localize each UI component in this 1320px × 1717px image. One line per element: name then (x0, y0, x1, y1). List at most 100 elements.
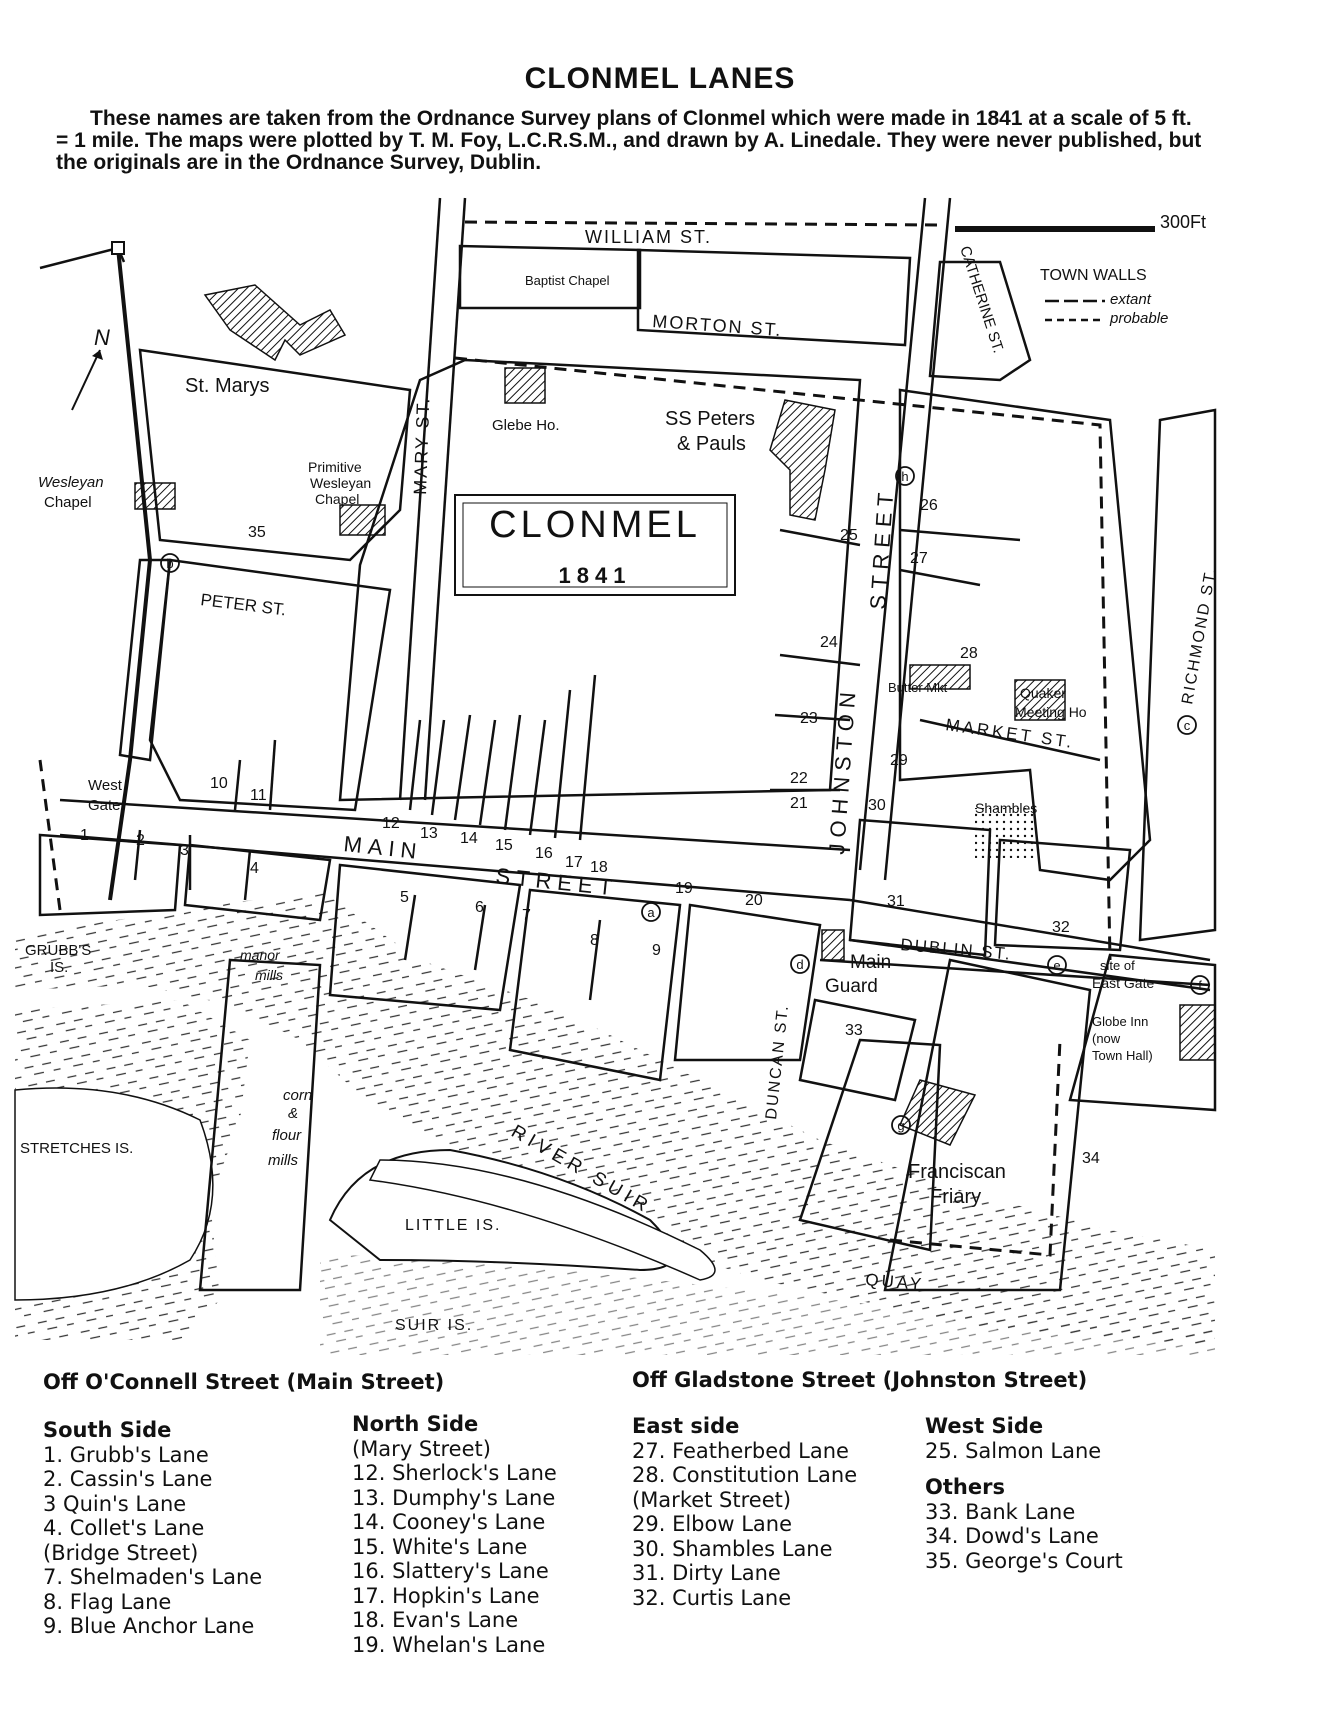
place-corn-4: mills (268, 1152, 298, 1169)
list-item: (Market Street) (632, 1487, 792, 1512)
list-item: 16. Slattery's Lane (352, 1559, 549, 1583)
list-item: 17. Hopkin's Lane (352, 1583, 540, 1608)
lane-22: 22 (790, 770, 808, 787)
place-globe-2: (now (1092, 1031, 1121, 1046)
place-corn-1: corn (283, 1087, 312, 1104)
main-street-edges (59, 197, 1211, 992)
lane-34: 34 (1082, 1150, 1100, 1167)
place-mainguard-1: Main (850, 952, 891, 973)
lane-20: 20 (745, 892, 763, 909)
lane-24: 24 (820, 634, 838, 651)
letter-b: b (166, 556, 173, 571)
list-item: 18. Evan's Lane (352, 1608, 519, 1632)
list-item: 34. Dowd's Lane (925, 1524, 1099, 1548)
letter-e: e (1053, 958, 1060, 973)
letter-h-circle (895, 466, 915, 486)
list-item: 1. Grubb's Lane (43, 1442, 209, 1467)
lane-12: 12 (382, 815, 400, 832)
intro-text: These names are taken from the Ordnance … (56, 107, 1202, 174)
west-side-list: West Side 25. Salmon Lane Others 33. Ban… (925, 1414, 1123, 1573)
place-westgate-1: West (88, 777, 123, 794)
list-item: 29. Elbow Lane (632, 1512, 793, 1536)
place-manor-2: mills (255, 967, 283, 983)
place-wesleyan-2: Chapel (44, 494, 92, 511)
lane-26: 26 (920, 497, 938, 514)
lane-30: 30 (868, 797, 886, 814)
list-item: 3 Quin's Lane (43, 1491, 187, 1516)
lane-11: 11 (250, 787, 267, 804)
circled-letter-text: a b c d e f g h (166, 469, 1202, 1133)
place-globe-1: Globe Inn (1092, 1014, 1148, 1029)
lane-4: 4 (250, 860, 259, 877)
scale-bar (955, 226, 1155, 232)
place-quaker-2: Meeting Ho (1015, 704, 1087, 720)
lane-6: 6 (475, 899, 484, 916)
place-shambles: Shambles (975, 800, 1037, 816)
island-strip (368, 1159, 716, 1281)
street-johnston: JOHNSTON (824, 685, 861, 855)
north-subheading: (Mary Street) (352, 1436, 491, 1461)
hatched-buildings (134, 284, 1216, 1146)
main-heading-text: Off O'Connell Street (Main Street) (43, 1370, 445, 1394)
street-duncan: DUNCAN ST. (763, 1003, 792, 1120)
north-label: N (94, 325, 110, 350)
letter-f-circle (1190, 975, 1210, 995)
letter-e-circle (1047, 955, 1067, 975)
place-eastgate-1: site of (1100, 958, 1135, 973)
place-primitive-1: Primitive (308, 459, 362, 475)
place-quaker-1: Quaker (1020, 685, 1066, 701)
lane-2: 2 (136, 832, 145, 849)
walls-legend-extant: extant (1110, 291, 1152, 308)
lane-1: 1 (80, 827, 89, 844)
street-mary: MARY ST. (410, 396, 433, 495)
walls-legend-title: TOWN WALLS (1040, 267, 1147, 284)
street-william: WILLIAM ST. (585, 227, 712, 247)
page-title: CLONMEL LANES (524, 62, 796, 95)
main-street-heading: Off O'Connell Street (Main Street) (43, 1370, 444, 1395)
east-side-list: East side 27. Featherbed Lane 28. Consti… (632, 1414, 857, 1610)
street-morton: MORTON ST. (652, 311, 783, 340)
lane-28: 28 (960, 645, 978, 662)
place-wesleyan-1: Wesleyan (38, 474, 104, 491)
list-item: 14. Cooney's Lane (352, 1510, 546, 1534)
lane-32: 32 (1052, 919, 1070, 936)
place-eastgate-2: East Gate (1092, 975, 1154, 991)
list-item: 9. Blue Anchor Lane (43, 1614, 255, 1638)
list-item: 33. Bank Lane (925, 1499, 1076, 1524)
letter-a: a (647, 905, 655, 920)
list-item: 30. Shambles Lane (632, 1536, 833, 1561)
place-friary-1: Franciscan (908, 1161, 1006, 1183)
lane-7: 7 (522, 907, 531, 924)
wall-tower (111, 241, 125, 255)
list-item: 4. Collet's Lane (43, 1516, 205, 1540)
place-butter: Butter Mkt (888, 680, 948, 695)
list-item: 7. Shelmaden's Lane (43, 1565, 263, 1589)
south-heading: South Side (43, 1418, 172, 1442)
intro-paragraph: These names are taken from the Ordnance … (56, 108, 1206, 174)
lane-9: 9 (652, 942, 661, 959)
place-manor-1: manor (240, 947, 281, 963)
list-item: 19. Whelan's Lane (352, 1632, 546, 1657)
map-title: CLONMEL (489, 504, 701, 546)
north-side-list: North Side (Mary Street) 12. Sherlock's … (352, 1412, 557, 1657)
place-westgate-2: Gate (88, 797, 121, 814)
stretches-island-outline (14, 1087, 214, 1301)
letter-d: d (796, 957, 803, 972)
lane-23: 23 (800, 710, 818, 727)
lane-27: 27 (910, 550, 928, 567)
lane-17: 17 (565, 854, 583, 871)
east-heading: East side (632, 1414, 740, 1438)
place-grubbs-1: GRUBB'S (25, 942, 91, 959)
lane-14: 14 (460, 830, 478, 847)
lane-35: 35 (248, 524, 266, 541)
place-suir: SUIR IS. (395, 1317, 473, 1334)
shambles-area (975, 808, 1035, 858)
lane-19: 19 (675, 880, 693, 897)
letter-c-circle (1177, 715, 1197, 735)
place-mainguard-2: Guard (825, 976, 878, 997)
street-peter: PETER ST. (200, 590, 288, 619)
lane-5: 5 (400, 889, 409, 906)
walls-legend-probable: probable (1109, 310, 1168, 327)
list-item: 12. Sherlock's Lane (352, 1461, 557, 1485)
clonmel-map: CLONMEL 1841 300Ft N TOWN WALLS extant p… (14, 197, 1220, 1355)
